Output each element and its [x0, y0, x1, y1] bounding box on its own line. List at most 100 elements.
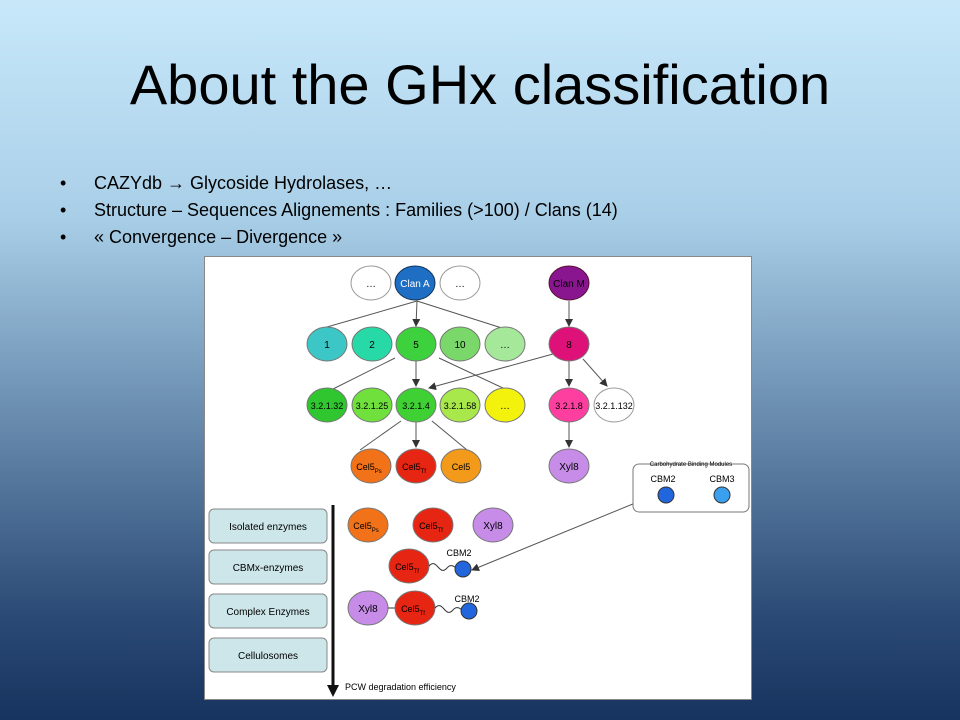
- edge: [431, 420, 468, 451]
- clan-node: [548, 265, 590, 301]
- cbm-box: Carbohydrate Binding Modules CBM2 CBM3: [632, 462, 750, 513]
- family-label: 8: [566, 340, 572, 351]
- family-node: [306, 326, 348, 362]
- edge: [416, 300, 506, 330]
- diagram-svg: … Clan A … Clan M 1 2 5 10 … 8 3.2.1.32 …: [208, 265, 750, 697]
- ec-row: 3.2.1.32 3.2.1.25 3.2.1.4 3.2.1.58 … 3.2…: [306, 387, 635, 423]
- edge: [359, 420, 402, 451]
- enzyme-node-cel5-ps: [347, 507, 389, 543]
- cbm3-label: CBM3: [709, 474, 734, 484]
- arrow-head: [327, 685, 339, 697]
- linker: [434, 605, 464, 613]
- edge-arrow: [412, 300, 421, 327]
- arrow-label: PCW degradation efficiency: [345, 682, 456, 692]
- category-box: [208, 637, 328, 673]
- family-node: [439, 326, 481, 362]
- bullet-text: « Convergence – Divergence »: [94, 227, 343, 247]
- bullet-list: •CAZYdb → Glycoside Hydrolases, … • Struc…: [60, 170, 618, 251]
- cbm2-module: [454, 560, 472, 578]
- cbm3-module: [713, 486, 731, 504]
- enzyme-label: Cel5: [452, 462, 471, 472]
- enzyme-label: Cel5Ps: [353, 521, 379, 534]
- ec-label: …: [500, 401, 510, 412]
- ec-label: 3.2.1.58: [444, 401, 477, 411]
- ec-label: 3.2.1.32: [311, 401, 344, 411]
- edge: [319, 300, 418, 330]
- cbm-box-frame: [632, 463, 750, 513]
- category-box: [208, 549, 328, 585]
- cbm2-label: CBM2: [454, 594, 479, 604]
- enzyme-label: Cel5Ps: [356, 462, 382, 475]
- isolated-enzymes-row: Cel5Ps Cel5Tf Xyl8: [347, 507, 514, 543]
- enzyme-label: Cel5Tf: [401, 604, 425, 617]
- family-label: …: [500, 340, 510, 351]
- enzyme-label: Cel5Tf: [419, 521, 443, 534]
- family-node: [548, 326, 590, 362]
- clan-label: Clan A: [400, 279, 430, 290]
- category-label: CBMx-enzymes: [233, 563, 304, 574]
- ec-label: 3.2.1.132: [595, 401, 633, 411]
- category-box: [208, 508, 328, 544]
- ec-node: [548, 387, 590, 423]
- category-box: [208, 593, 328, 629]
- slide-title: About the GHx classification: [129, 53, 831, 116]
- category-label: Complex Enzymes: [226, 607, 309, 618]
- enzyme-label: Xyl8: [483, 521, 503, 532]
- complex-enzyme-row: Xyl8 Cel5Tf CBM2: [347, 590, 480, 626]
- family-node: [395, 326, 437, 362]
- enzyme-node-cel5: [440, 448, 482, 484]
- cbm2-label: CBM2: [650, 474, 675, 484]
- clan-node: [350, 265, 392, 301]
- family-label: 1: [324, 340, 330, 351]
- ec-label: 3.2.1.25: [356, 401, 389, 411]
- family-label: 10: [454, 340, 466, 351]
- ec-node: [351, 387, 393, 423]
- clan-label: Clan M: [553, 279, 585, 290]
- enzyme-node-cel5-tf: [412, 507, 454, 543]
- linker: [428, 563, 458, 571]
- classification-diagram: … Clan A … Clan M 1 2 5 10 … 8 3.2.1.32 …: [204, 256, 752, 700]
- bullet-item: •« Convergence – Divergence »: [60, 224, 618, 251]
- efficiency-arrow: PCW degradation efficiency: [327, 505, 456, 697]
- enzyme-label: Cel5Tf: [395, 562, 419, 575]
- ec-node: [484, 387, 526, 423]
- enzyme-node-cel5-tf: [395, 448, 437, 484]
- family-row: 1 2 5 10 … 8: [306, 326, 590, 362]
- edge-arrow: [582, 358, 608, 387]
- enzyme-row: Cel5Ps Cel5Tf Cel5 Xyl8: [350, 448, 590, 484]
- clan-node: [394, 265, 436, 301]
- bullet-item: •CAZYdb → Glycoside Hydrolases, …: [60, 170, 618, 197]
- ec-node: [306, 387, 348, 423]
- edge: [438, 357, 506, 390]
- cbm2-label: CBM2: [446, 548, 471, 558]
- enzyme-label: Xyl8: [559, 462, 579, 473]
- cbm-box-title: Carbohydrate Binding Modules: [650, 462, 732, 468]
- family-node: [351, 326, 393, 362]
- edge-arrow: [471, 498, 646, 572]
- edge: [332, 357, 396, 390]
- clan-row: … Clan A … Clan M: [350, 265, 590, 301]
- family-label: 5: [413, 340, 419, 351]
- bullet-marker: •: [60, 173, 67, 193]
- enzyme-node-cel5-ps: [350, 448, 392, 484]
- bullet-marker: •: [60, 200, 67, 220]
- enzyme-node-xyl8: [472, 507, 514, 543]
- family-node: [484, 326, 526, 362]
- ec-node: [593, 387, 635, 423]
- clan-label: …: [366, 279, 376, 290]
- clan-node: [439, 265, 481, 301]
- cbm2-module: [460, 602, 478, 620]
- enzyme-label: Cel5Tf: [402, 462, 426, 475]
- ec-node: [439, 387, 481, 423]
- cbmx-enzyme-row: Cel5Tf CBM2: [388, 548, 472, 584]
- bullet-text: Structure – Sequences Alignements : Fami…: [94, 200, 618, 220]
- category-label: Isolated enzymes: [229, 522, 307, 533]
- family-label: 2: [369, 340, 375, 351]
- connector-lines: [319, 300, 646, 572]
- cbm2-module: [657, 486, 675, 504]
- ec-label: 3.2.1.8: [555, 401, 583, 411]
- edge-arrow: [428, 353, 554, 391]
- bullet-item: • Structure – Sequences Alignements : Fam…: [60, 197, 618, 224]
- ec-label: 3.2.1.4: [402, 401, 430, 411]
- category-label: Cellulosomes: [238, 651, 298, 662]
